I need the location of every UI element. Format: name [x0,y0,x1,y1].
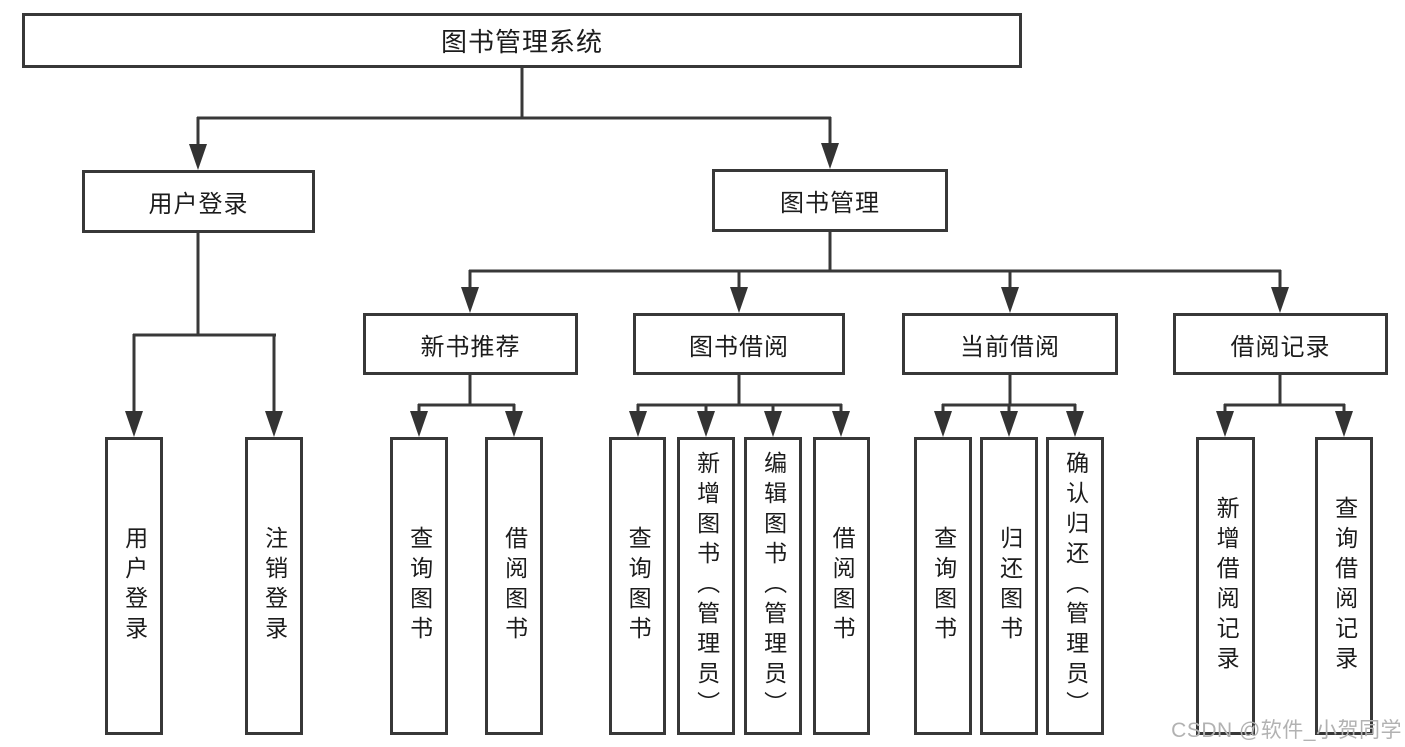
node-system-root: 图书管理系统 [22,13,1022,68]
node-book-management: 图书管理 [712,169,948,232]
node-current-borrow-label: 当前借阅 [960,333,1060,361]
leaf-add-borrow-record-label: 新增借阅记录 [1213,496,1240,676]
csdn-watermark: CSDN @软件_小贺同学 [1171,719,1402,742]
leaf-edit-books-admin-label: 编辑图书（管理员） [760,451,787,721]
leaf-edit-books-admin: 编辑图书（管理员） [744,437,802,735]
node-user-login: 用户登录 [82,170,315,233]
node-current-borrow: 当前借阅 [902,313,1118,375]
leaf-return-books-label: 归还图书 [996,526,1023,646]
leaf-return-books: 归还图书 [980,437,1038,735]
node-borrow-records-label: 借阅记录 [1230,333,1331,361]
leaf-query-borrow-record: 查询借阅记录 [1315,437,1373,735]
leaf-confirm-return-admin: 确认归还（管理员） [1046,437,1104,735]
node-user-login-label: 用户登录 [148,191,249,218]
node-new-book-recommend: 新书推荐 [363,313,578,375]
leaf-borrow-books-label: 借阅图书 [829,526,856,646]
leaf-query-books-recommend-label: 查询图书 [406,526,433,646]
leaf-borrow-books: 借阅图书 [813,437,870,735]
leaf-query-books-current-label: 查询图书 [930,526,957,646]
leaf-add-books-admin-label: 新增图书（管理员） [693,451,720,721]
leaf-borrow-books-recommend: 借阅图书 [485,437,543,735]
node-book-management-label: 图书管理 [780,190,880,217]
node-system-root-label: 图书管理系统 [440,27,603,57]
node-new-book-recommend-label: 新书推荐 [420,333,521,361]
leaf-logout-label: 注销登录 [261,526,288,646]
leaf-add-borrow-record: 新增借阅记录 [1196,437,1255,735]
leaf-query-books-recommend: 查询图书 [390,437,448,735]
leaf-borrow-books-recommend-label: 借阅图书 [501,526,528,646]
leaf-user-login: 用户登录 [105,437,163,735]
leaf-query-books-current: 查询图书 [914,437,972,735]
leaf-query-borrow-record-label: 查询借阅记录 [1331,496,1358,676]
node-book-borrow-label: 图书借阅 [689,333,789,361]
leaf-query-books-borrow: 查询图书 [609,437,666,735]
leaf-add-books-admin: 新增图书（管理员） [677,437,735,735]
node-borrow-records: 借阅记录 [1173,313,1388,375]
leaf-logout: 注销登录 [245,437,303,735]
leaf-user-login-label: 用户登录 [121,526,148,646]
leaf-confirm-return-admin-label: 确认归还（管理员） [1062,451,1089,721]
leaf-query-books-borrow-label: 查询图书 [625,526,652,646]
node-book-borrow: 图书借阅 [633,313,845,375]
